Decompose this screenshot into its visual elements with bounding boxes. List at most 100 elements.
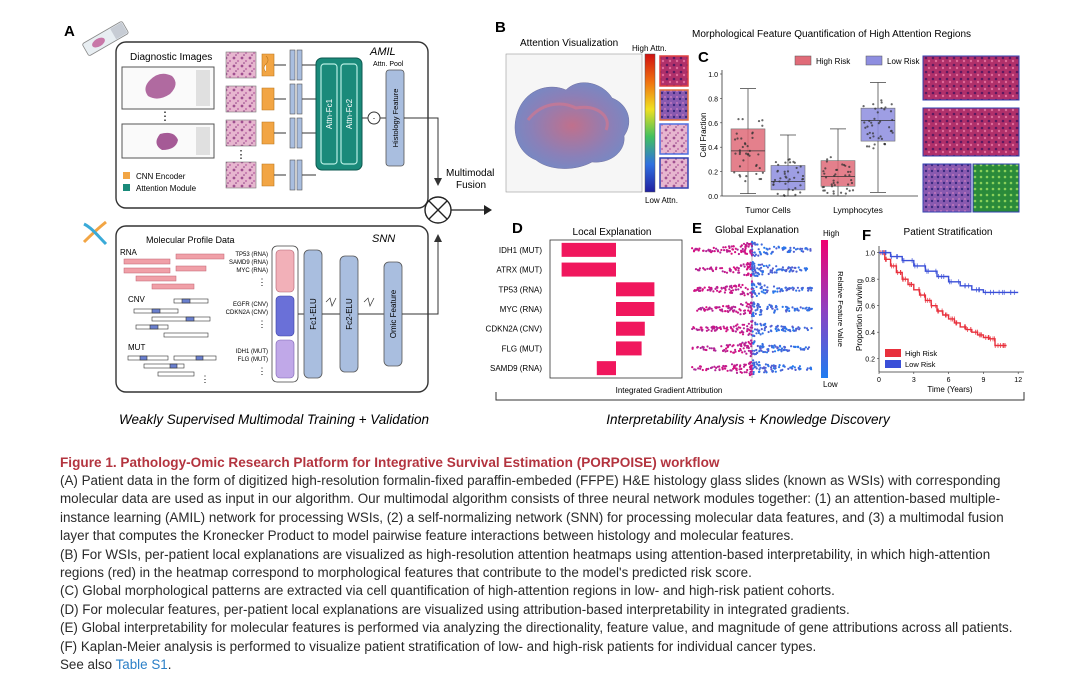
attribution-point	[724, 285, 727, 288]
data-point	[794, 187, 797, 190]
attribution-bar	[616, 302, 655, 316]
attribution-point	[739, 313, 742, 316]
attribution-point	[749, 311, 752, 314]
attribution-point	[708, 307, 711, 310]
attribution-point	[755, 361, 758, 364]
data-point	[755, 164, 758, 168]
data-point	[880, 106, 883, 110]
attribution-point	[756, 243, 759, 246]
svg-text:⋮: ⋮	[258, 366, 267, 376]
attribution-point	[701, 329, 704, 332]
chart-title: Global Explanation	[715, 225, 799, 236]
attribution-point	[774, 370, 777, 373]
attribution-point	[713, 326, 716, 329]
attribution-point	[732, 266, 736, 269]
data-point	[868, 145, 871, 148]
attribution-point	[763, 284, 766, 287]
attribution-point	[752, 302, 755, 305]
data-point	[772, 183, 775, 186]
attribution-point	[753, 305, 756, 308]
interpretability-label: Interpretability Analysis + Knowledge Di…	[606, 412, 891, 427]
attribution-point	[770, 330, 773, 333]
attribution-point	[792, 269, 795, 272]
attribution-point	[792, 250, 796, 253]
attribution-point	[734, 324, 738, 327]
attribution-point	[798, 365, 802, 368]
attribution-point	[698, 287, 702, 290]
attribution-point	[779, 369, 782, 372]
attribution-point	[725, 249, 728, 252]
table-s1-link[interactable]: Table S1	[115, 657, 168, 673]
attribution-point	[775, 329, 778, 333]
attribution-point	[705, 348, 708, 352]
attribution-point	[705, 306, 708, 309]
data-point	[733, 138, 737, 141]
attn-fc2-label: Attn-Fc2	[345, 98, 354, 129]
attribution-point	[757, 248, 760, 251]
attribution-point	[739, 293, 742, 296]
attribution-point	[727, 344, 730, 347]
attribution-point	[729, 291, 733, 294]
attribution-point	[750, 244, 754, 247]
attribution-point	[741, 283, 744, 287]
attribution-point	[743, 294, 746, 297]
data-point	[738, 149, 741, 152]
attribution-point	[755, 285, 758, 288]
attribution-point	[725, 327, 728, 330]
attribution-point	[751, 295, 754, 298]
attribution-point	[767, 272, 770, 276]
attribution-point	[772, 364, 775, 367]
attribution-point	[744, 341, 747, 344]
data-point	[743, 142, 747, 145]
attribution-point	[780, 288, 783, 291]
attribution-point	[739, 264, 743, 267]
data-point	[801, 174, 805, 178]
data-point	[822, 170, 825, 173]
attribution-point	[750, 273, 753, 276]
attribution-point	[753, 268, 756, 271]
x-tick-label: 12	[1014, 377, 1022, 384]
data-point	[866, 125, 869, 128]
attribution-bar	[561, 262, 616, 277]
y-axis-label: Proportion Surviving	[855, 279, 864, 351]
data-point	[758, 167, 761, 170]
attribution-point	[750, 324, 753, 327]
data-point	[755, 172, 758, 176]
data-point	[779, 177, 782, 180]
attribution-point	[706, 267, 709, 270]
attribution-point	[747, 333, 750, 336]
attribution-point	[732, 329, 735, 333]
attribution-point	[732, 344, 735, 347]
attribution-point	[714, 369, 717, 372]
attribution-point	[710, 347, 713, 350]
attribution-point	[747, 306, 750, 309]
attribution-point	[720, 267, 724, 270]
attribution-point	[751, 330, 754, 333]
attribution-point	[769, 271, 772, 274]
attribution-point	[715, 286, 718, 289]
attribution-point	[756, 308, 759, 311]
gene-cnv-2: CDKN2A (CNV)	[226, 310, 268, 316]
category-label: IDH1 (MUT)	[499, 246, 542, 255]
attribution-point	[768, 247, 771, 250]
data-point	[868, 119, 871, 123]
attribution-point	[739, 349, 743, 352]
interpretability-bracket	[495, 392, 1025, 401]
attribution-point	[728, 288, 731, 291]
attribution-point	[699, 367, 702, 370]
data-point	[832, 181, 835, 185]
data-point	[844, 192, 847, 195]
attribution-point	[781, 289, 784, 292]
attribution-point	[734, 364, 737, 367]
attribution-point	[722, 305, 725, 308]
attribution-point	[758, 305, 762, 309]
morph-patch-4	[972, 163, 1020, 213]
attribution-point	[754, 271, 757, 274]
attribution-point	[708, 286, 711, 289]
data-point	[874, 107, 877, 110]
attribution-point	[747, 345, 750, 348]
data-point	[872, 147, 875, 150]
data-point	[751, 132, 754, 135]
attribution-point	[714, 306, 717, 309]
attribution-point	[745, 274, 748, 277]
